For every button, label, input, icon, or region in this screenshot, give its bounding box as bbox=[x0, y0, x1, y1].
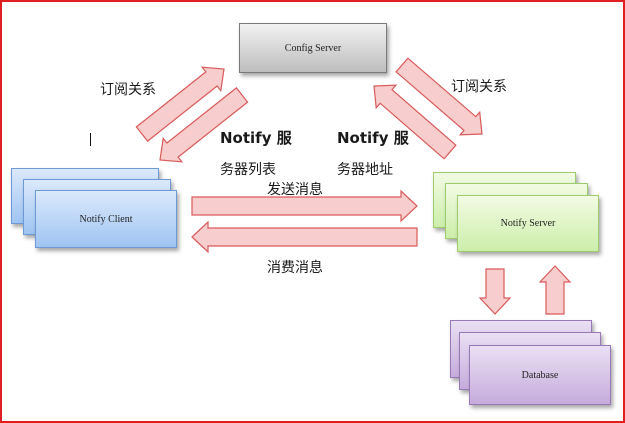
arrow-server-to-database bbox=[478, 268, 512, 315]
arrow-consume-message bbox=[191, 220, 418, 254]
subscribe-relation-left-label: 订阅关系 bbox=[100, 82, 156, 98]
database-node: Database bbox=[469, 345, 611, 405]
notify-server-node: Notify Server bbox=[457, 195, 599, 252]
arrow-config-to-server bbox=[395, 57, 483, 136]
consume-message-label: 消费消息 bbox=[267, 260, 323, 276]
arrow-send-message bbox=[191, 189, 418, 223]
arrow-config-to-client bbox=[159, 87, 249, 163]
server-address-label-line1: Notify 服 bbox=[337, 129, 409, 147]
notify-client-label: Notify Client bbox=[79, 213, 133, 225]
subscribe-relation-right-label: 订阅关系 bbox=[451, 79, 507, 95]
arrow-database-to-server bbox=[538, 265, 572, 315]
arrow-client-to-config bbox=[135, 66, 225, 142]
text-cursor bbox=[90, 133, 91, 146]
config-server-node: Config Server bbox=[239, 23, 387, 73]
notify-server-label: Notify Server bbox=[500, 218, 556, 229]
server-list-label-line2: 务器列表 bbox=[220, 162, 276, 178]
send-message-label: 发送消息 bbox=[267, 182, 323, 198]
notify-client-node: Notify Client bbox=[35, 190, 177, 248]
arrow-server-to-config bbox=[373, 84, 457, 160]
server-list-label-line1: Notify 服 bbox=[220, 129, 292, 147]
database-label: Database bbox=[521, 369, 559, 381]
config-server-label: Config Server bbox=[284, 42, 342, 54]
server-address-label-line2: 务器地址 bbox=[337, 162, 393, 178]
